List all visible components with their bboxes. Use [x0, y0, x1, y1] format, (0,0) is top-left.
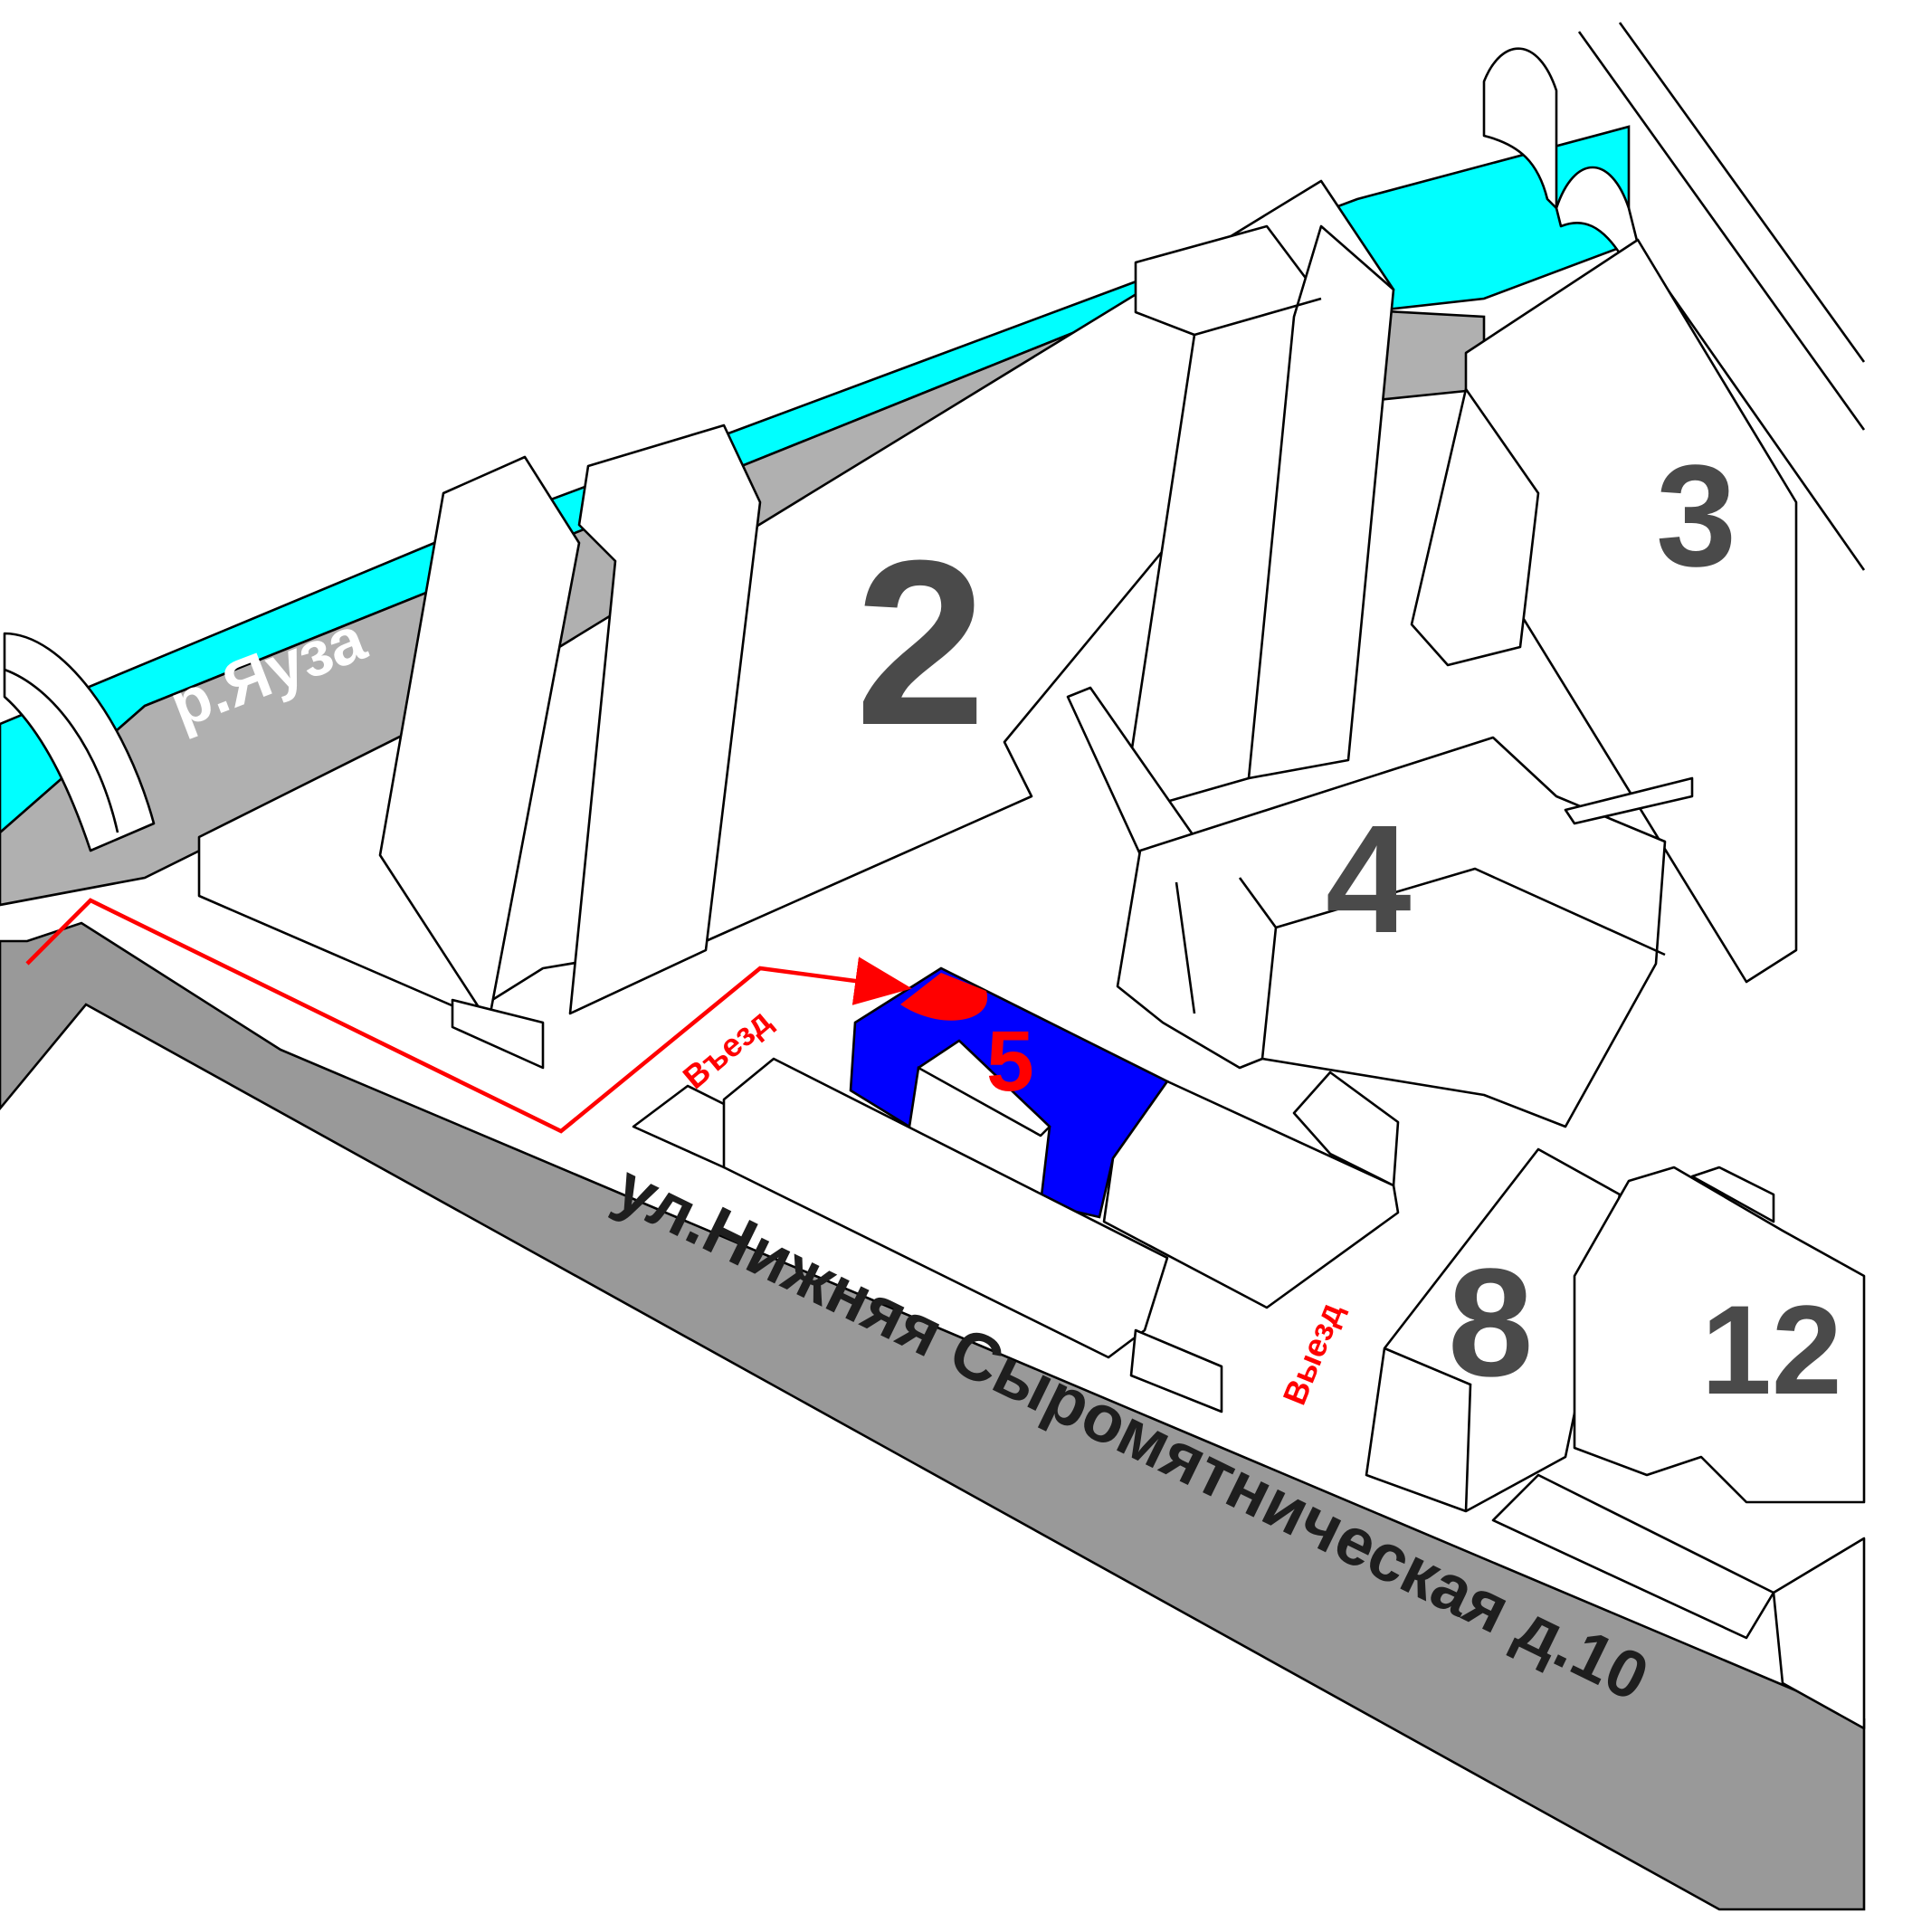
street — [0, 921, 1866, 1911]
bridge-left — [3, 632, 156, 852]
building-5-red-marker — [900, 973, 988, 1021]
building-2-number: 2 — [855, 512, 986, 775]
building-12 — [1491, 1166, 1866, 1730]
building-2 — [197, 179, 1395, 1070]
route-line — [25, 898, 912, 1134]
building-4-number: 4 — [1326, 794, 1412, 966]
building-8-number: 8 — [1448, 1237, 1534, 1409]
building-5-number: 5 — [986, 1014, 1034, 1109]
low-buildings — [632, 1057, 1223, 1413]
building-8 — [1365, 1147, 1622, 1513]
railway-lines — [1577, 22, 1866, 571]
building-5 — [849, 966, 1400, 1309]
building-4 — [1066, 686, 1694, 1128]
exit-label: Выезд — [1275, 1298, 1349, 1410]
building-3 — [1410, 238, 1798, 984]
building-3-number: 3 — [1656, 434, 1736, 596]
bridge-right — [1482, 47, 1640, 255]
building-12-number: 12 — [1701, 1279, 1842, 1421]
